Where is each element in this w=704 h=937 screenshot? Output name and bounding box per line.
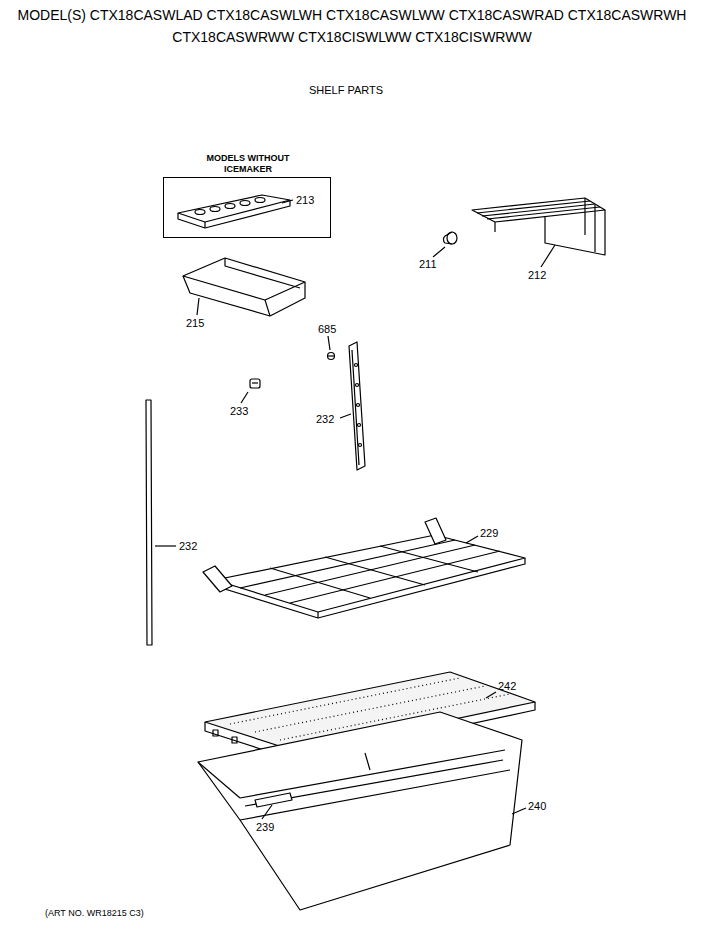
line-art: [584, 198, 585, 235]
shelf-knob: [433, 232, 457, 257]
callout-number: 212: [528, 269, 546, 281]
line-art: [183, 276, 305, 316]
callout-number: 229: [480, 527, 498, 539]
line-art: [213, 730, 218, 736]
line-art: [255, 793, 292, 807]
art-number-caption: (ART NO. WR18215 C3): [45, 907, 144, 919]
line-art: [340, 414, 351, 418]
line-art: [195, 210, 205, 215]
line-art: [198, 712, 522, 910]
line-art: [270, 568, 370, 598]
line-art: [486, 692, 496, 698]
callout-number: 213: [296, 194, 314, 206]
line-art: [358, 424, 361, 427]
line-art: [255, 198, 265, 203]
line-art: [204, 222, 205, 228]
line-art: [240, 540, 455, 588]
line-art: [225, 258, 300, 288]
line-art: [198, 762, 240, 798]
line-art: [355, 364, 358, 367]
line-art: [425, 518, 446, 544]
crisper-drawer: [198, 712, 526, 910]
line-art: [265, 545, 475, 595]
line-art: [328, 353, 335, 360]
line-art: [494, 222, 495, 232]
line-art: [183, 258, 305, 300]
line-art: [225, 204, 235, 209]
line-art: [365, 753, 370, 770]
ice-tray: [178, 195, 293, 228]
line-art: [215, 558, 525, 618]
callout-number: 232: [316, 413, 334, 425]
line-art: [210, 207, 220, 212]
callout-number: 242: [498, 680, 516, 692]
line-art: [178, 195, 290, 222]
line-art: [245, 760, 503, 806]
callout-number: 239: [256, 821, 274, 833]
line-art: [487, 207, 600, 219]
line-art: [252, 382, 258, 383]
line-art: [482, 204, 595, 216]
line-art: [594, 205, 595, 252]
line-art: [325, 557, 425, 585]
line-art: [232, 737, 237, 743]
line-art: [203, 566, 232, 592]
line-art: [380, 546, 478, 572]
line-art: [477, 201, 590, 213]
line-art: [433, 247, 445, 257]
callout-number: 211: [419, 258, 437, 270]
diagram-title: MODEL(S) CTX18CASWLAD CTX18CASWLWH CTX18…: [8, 4, 696, 48]
section-heading: SHELF PARTS: [309, 84, 383, 96]
callout-number: 232: [179, 540, 197, 552]
line-art: [240, 750, 505, 798]
line-art: [328, 336, 330, 350]
callout-number: 233: [230, 405, 248, 417]
line-art: [241, 392, 248, 403]
callout-number: 215: [186, 317, 204, 329]
glass-shelf: [203, 518, 525, 618]
shelf-rail-left: [146, 400, 176, 645]
variant-box: MODELS WITHOUT ICEMAKER213: [163, 177, 331, 238]
line-art: [541, 245, 555, 267]
line-art: [146, 400, 152, 645]
line-art: [265, 300, 270, 316]
door-bin: [183, 258, 305, 316]
wire-rack: [472, 198, 605, 267]
box-heading: MODELS WITHOUT ICEMAKER: [193, 153, 303, 175]
line-art: [359, 444, 362, 447]
line-art: [317, 612, 318, 618]
callout-number: 240: [528, 800, 546, 812]
line-art: [155, 545, 176, 546]
line-art: [357, 404, 360, 407]
callout-number: 685: [318, 323, 336, 335]
line-art: [240, 770, 510, 820]
line-art: [282, 200, 293, 203]
screw: [327, 336, 335, 360]
line-art: [327, 355, 335, 356]
line-art: [178, 200, 290, 228]
line-art: [466, 536, 478, 543]
line-art: [290, 551, 500, 603]
shelf-rail-right: [340, 342, 365, 470]
line-art: [349, 342, 365, 470]
line-art: [240, 201, 250, 206]
line-art: [545, 210, 605, 255]
line-art: [352, 350, 359, 465]
line-art: [443, 232, 452, 244]
line-art: [356, 384, 359, 387]
line-art: [197, 298, 199, 315]
line-art: [262, 805, 272, 819]
line-art: [512, 808, 526, 814]
line-art: [250, 379, 260, 388]
clip: [241, 379, 260, 403]
